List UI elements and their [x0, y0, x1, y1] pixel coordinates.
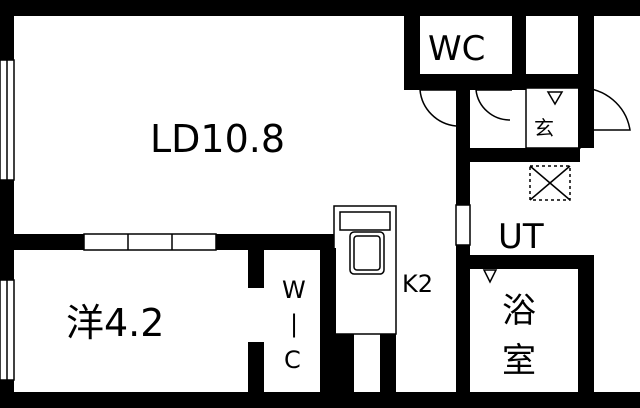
- western-room-label: 洋4.2: [66, 301, 164, 345]
- bath-label-top: 浴: [502, 291, 536, 331]
- bath-label-bottom: 室: [502, 341, 536, 381]
- interior-window: [83, 233, 217, 251]
- ld-label: LD10.8: [150, 117, 285, 161]
- kitchen-counter: [333, 205, 397, 335]
- entrance-label: 玄: [534, 116, 554, 140]
- left-windows: [0, 59, 15, 381]
- entrance-marks: [482, 91, 564, 284]
- closet-label-w: W: [282, 276, 306, 304]
- washer-space: [529, 165, 571, 201]
- wc-label: WC: [428, 29, 485, 69]
- ut-window: [455, 204, 471, 246]
- closet-label-bar: |: [290, 310, 298, 338]
- kitchen-label: K2: [402, 270, 433, 298]
- entrance-doors: [419, 87, 631, 149]
- ut-label: UT: [498, 217, 544, 257]
- closet-label-c: C: [284, 346, 301, 374]
